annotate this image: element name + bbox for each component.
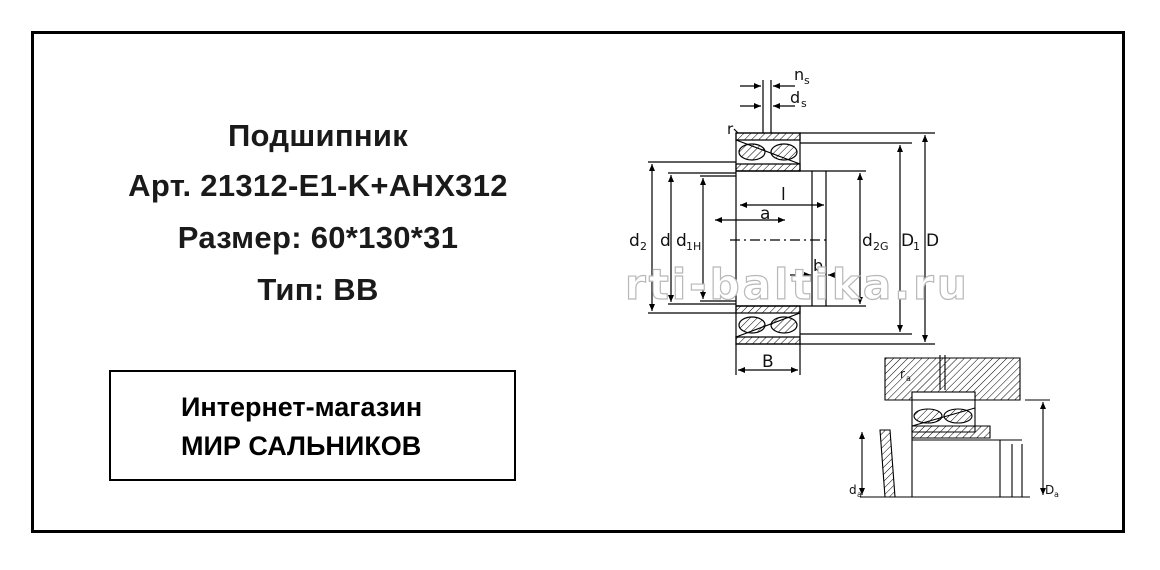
label-D: D [926,231,939,251]
label-d2G-sub: 2G [873,240,889,253]
product-size: Размер: 60*130*31 [177,220,459,255]
watermark: rti-baltika.ru [625,260,970,309]
label-Da: D [1045,483,1054,497]
product-article: Арт. 21312-E1-K+AHX312 [128,168,508,203]
label-ns-sub: s [804,74,810,87]
label-ds-sub: s [801,97,807,110]
label-ra-sub: a [906,374,911,383]
bearing-section [648,80,935,375]
label-d2: d [629,231,640,251]
diagram-labels: n s d s r l a b B d 2 d d 1H d 2G D 1 D … [629,65,1059,499]
product-title: Подшипник [227,118,409,153]
label-ns: n [794,65,804,84]
label-d2G: d [862,231,873,251]
label-B: B [762,352,774,372]
label-d1H: d [676,231,687,251]
label-d: d [660,231,671,251]
mounting-detail [859,355,1050,498]
label-d2-sub: 2 [640,240,647,253]
label-da: d [849,483,857,497]
label-D1: D [901,231,914,251]
label-ra: r [900,367,905,381]
shop-line-1: Интернет-магазин [181,392,423,422]
label-a: a [760,204,770,224]
label-Da-sub: a [1054,490,1059,499]
product-type: Тип: BB [257,272,379,307]
label-r: r [727,120,734,138]
label-d1H-sub: 1H [686,240,701,253]
outer-frame [31,31,1125,533]
shop-box: Интернет-магазин МИР САЛЬНИКОВ [109,370,516,481]
shop-line-2: МИР САЛЬНИКОВ [181,431,422,461]
label-ds: d [790,88,800,107]
label-l: l [781,185,786,205]
label-D1-sub: 1 [913,240,920,253]
label-da-sub: a [857,490,862,499]
label-b: b [813,256,823,275]
